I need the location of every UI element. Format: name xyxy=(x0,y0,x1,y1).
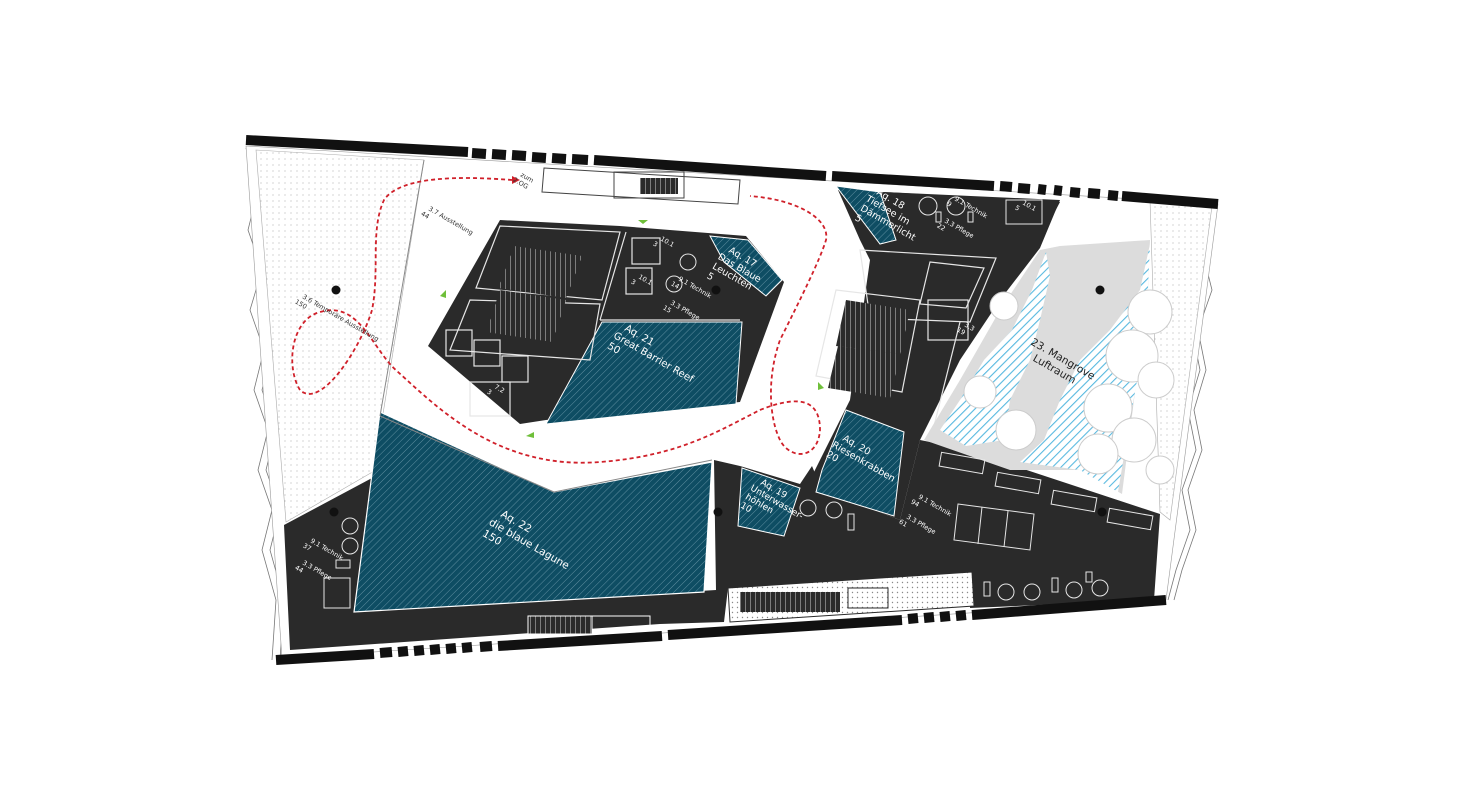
svg-text:37: 37 xyxy=(302,542,313,553)
aquarium-20 xyxy=(815,409,905,517)
svg-text:3: 3 xyxy=(652,240,660,249)
aquarium-22 xyxy=(353,411,713,613)
route-arrow xyxy=(512,176,520,184)
stair-left-1 xyxy=(498,246,582,298)
stair-bottom-left xyxy=(527,615,593,635)
mangrove-trees xyxy=(963,289,1175,485)
stair-bottom-left-landing xyxy=(591,615,651,631)
svg-text:94: 94 xyxy=(910,498,921,509)
svg-text:5: 5 xyxy=(705,271,716,284)
green-markers xyxy=(440,220,824,438)
svg-text:9: 9 xyxy=(946,200,954,209)
columns xyxy=(329,285,1107,517)
aquarium-19 xyxy=(737,467,801,537)
equipment xyxy=(323,196,1154,609)
svg-text:22: 22 xyxy=(936,222,947,233)
svg-text:44: 44 xyxy=(420,210,431,221)
svg-text:19: 19 xyxy=(956,326,967,337)
stair-top-steps xyxy=(613,171,685,199)
svg-text:44: 44 xyxy=(294,564,305,575)
aquarium-18 xyxy=(834,185,897,245)
svg-text:20: 20 xyxy=(824,449,840,465)
service-rooms-top-right xyxy=(884,192,1060,240)
stair-left-2 xyxy=(486,290,566,342)
svg-text:3: 3 xyxy=(630,278,638,287)
svg-text:14: 14 xyxy=(670,280,681,291)
outer-wall-bottom xyxy=(275,595,1167,665)
inner-walls xyxy=(379,159,713,493)
label-room-3-3: 3.3 19 xyxy=(956,321,976,337)
aquarium-21 xyxy=(545,321,743,425)
aquarium-17 xyxy=(709,235,783,297)
bottom-building-mass xyxy=(284,440,1160,650)
stair-top-treads xyxy=(640,178,678,194)
right-wing-rooms xyxy=(815,249,997,427)
svg-text:61: 61 xyxy=(898,518,909,529)
outer-wall-top xyxy=(245,135,1219,209)
svg-text:5: 5 xyxy=(1014,204,1022,213)
stair-bottom-mid-landing xyxy=(847,587,889,609)
visitor-route xyxy=(291,177,828,464)
svg-text:3: 3 xyxy=(486,388,494,397)
stair-right-2 xyxy=(828,346,900,398)
stair-right-1 xyxy=(836,300,910,354)
stair-bottom-mid-steps xyxy=(740,592,840,612)
svg-text:15: 15 xyxy=(662,304,673,315)
svg-text:5: 5 xyxy=(853,213,864,226)
